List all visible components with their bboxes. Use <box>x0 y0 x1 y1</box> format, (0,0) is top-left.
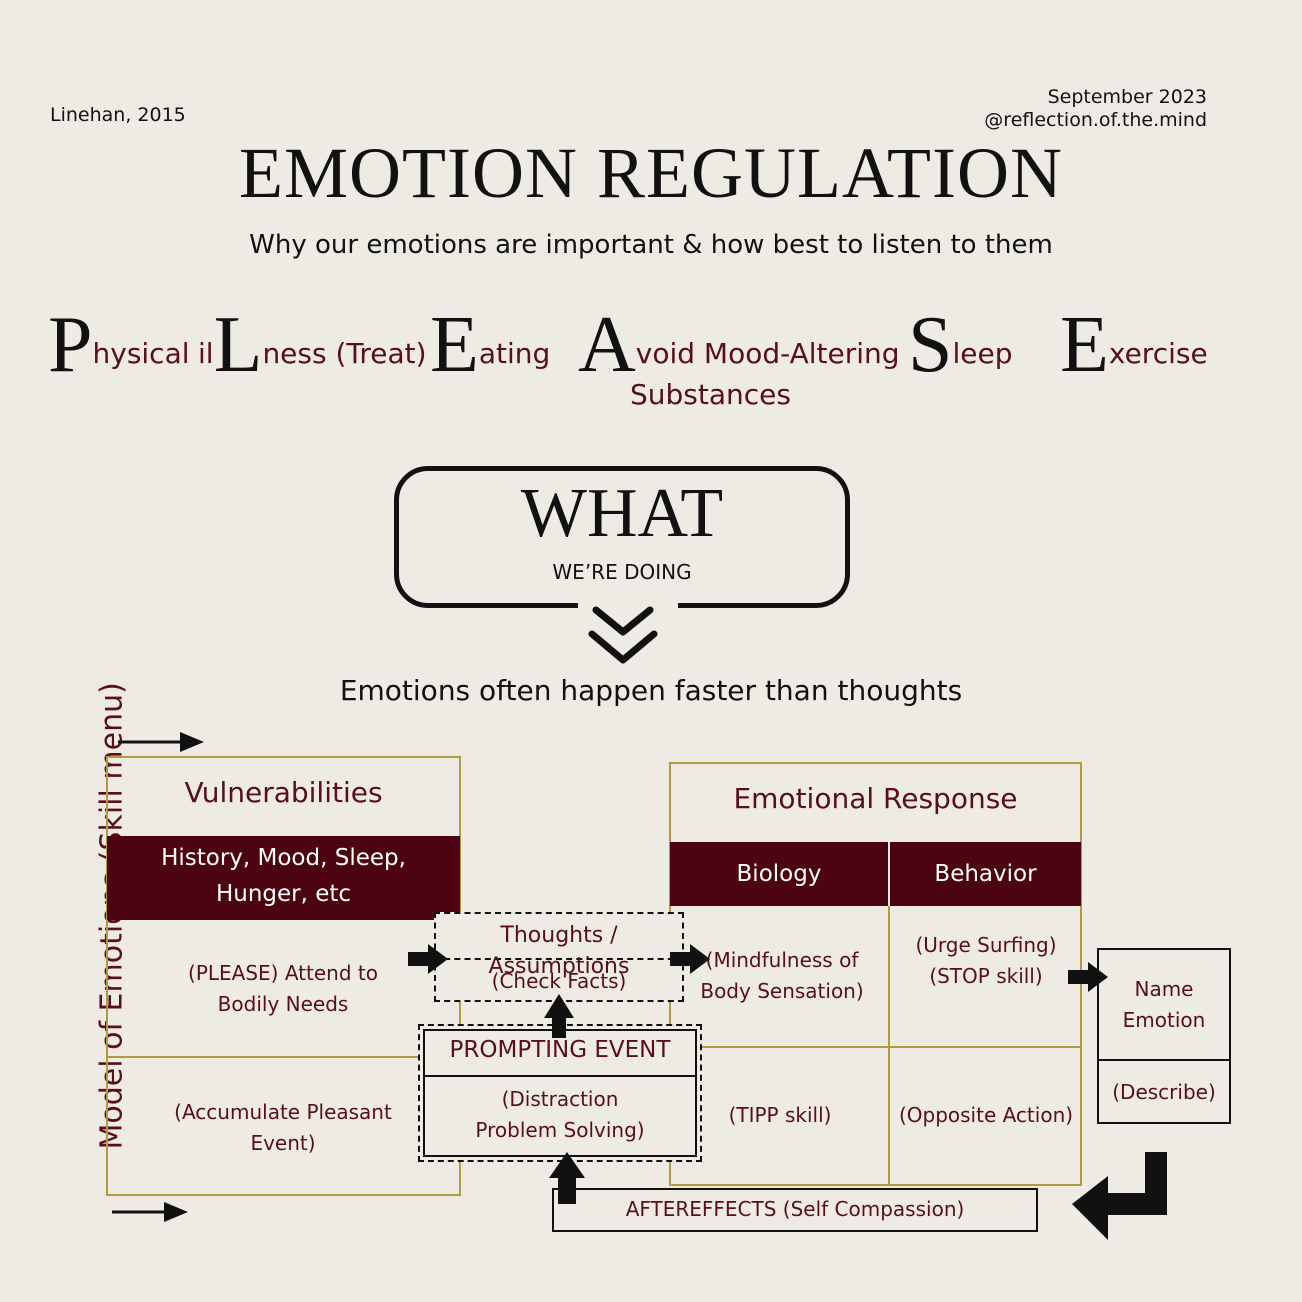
divider <box>434 958 684 960</box>
behavior-header: Behavior <box>890 842 1081 906</box>
biology-cell-tipp: (TIPP skill) <box>728 1103 832 1127</box>
please-word: void Mood-Altering <box>635 337 900 370</box>
please-word: leep <box>952 337 1013 370</box>
return-arrow-icon <box>1072 1152 1167 1240</box>
name-emotion-title: Name Emotion <box>1122 977 1206 1032</box>
vulnerabilities-title: Vulnerabilities <box>184 776 383 809</box>
aftereffects-label: AFTEREFFECTS (Self Compassion) <box>625 1197 965 1221</box>
divider <box>700 1046 1082 1048</box>
please-item-avoid: Avoid Mood-Altering <box>578 305 900 385</box>
please-word: ating <box>478 337 551 370</box>
please-initial: P <box>48 301 93 389</box>
please-word: ness (Treat) <box>262 337 427 370</box>
divider <box>106 1056 426 1058</box>
thoughts-skill: (Check Facts) <box>491 969 627 993</box>
please-word: xercise <box>1108 337 1208 370</box>
right-arrow-icon <box>112 1202 188 1222</box>
what-heading: WHAT <box>520 475 724 552</box>
please-item-sleep: Sleep <box>908 305 1013 385</box>
author-handle: @reflection.of.the.mind <box>984 109 1207 131</box>
aftereffects-box <box>552 1188 1038 1232</box>
please-initial: S <box>908 301 953 389</box>
prompting-event-skill: (Distraction Problem Solving) <box>475 1087 645 1142</box>
prompting-event-title: PROMPTING EVENT <box>449 1037 671 1063</box>
thoughts-title: Thoughts / Assumptions <box>488 923 630 979</box>
divider <box>1097 1059 1231 1061</box>
right-arrow-icon <box>118 732 204 752</box>
biology-cell-mindfulness: (Mindfulness of Body Sensation) <box>700 948 864 1003</box>
please-initial: A <box>578 301 636 389</box>
vulnerabilities-header: History, Mood, Sleep, Hunger, etc <box>107 836 460 920</box>
faster-than-thoughts-text: Emotions often happen faster than though… <box>339 674 963 707</box>
please-word: hysical <box>92 337 190 370</box>
please-avoid-extra: Substances <box>630 378 791 411</box>
please-prefix: il <box>198 337 214 370</box>
please-item-physical: Physical <box>48 305 190 385</box>
please-initial: L <box>213 301 263 389</box>
behavior-cell-urge-surfing: (Urge Surfing) (STOP skill) <box>915 933 1057 988</box>
biology-header: Biology <box>670 842 888 906</box>
citation: Linehan, 2015 <box>50 104 186 126</box>
vulnerabilities-cell-please: (PLEASE) Attend to Bodily Needs <box>188 961 378 1016</box>
emotional-response-title: Emotional Response <box>733 782 1018 815</box>
please-item-exercise: Exercise <box>1060 305 1208 385</box>
please-initial: E <box>1060 301 1109 389</box>
page-title: EMOTION REGULATION <box>239 133 1063 213</box>
name-emotion-skill: (Describe) <box>1112 1080 1216 1104</box>
please-item-eating: Eating <box>430 305 550 385</box>
subtitle: Why our emotions are important & how bes… <box>249 230 1053 260</box>
prompting-event-outer <box>418 1024 702 1162</box>
what-subheading: WE’RE DOING <box>552 560 692 584</box>
behavior-cell-opposite-action: (Opposite Action) <box>898 1103 1074 1127</box>
name-emotion-box <box>1097 948 1231 1124</box>
vulnerabilities-cell-pleasant: (Accumulate Pleasant Event) <box>174 1100 392 1155</box>
date-and-handle: September 2023 @reflection.of.the.mind <box>984 86 1207 132</box>
double-chevron-down-icon <box>588 606 658 664</box>
please-item-illness: ilLness (Treat) <box>198 305 427 385</box>
date: September 2023 <box>1047 86 1207 108</box>
divider <box>423 1075 697 1077</box>
please-initial: E <box>430 301 479 389</box>
